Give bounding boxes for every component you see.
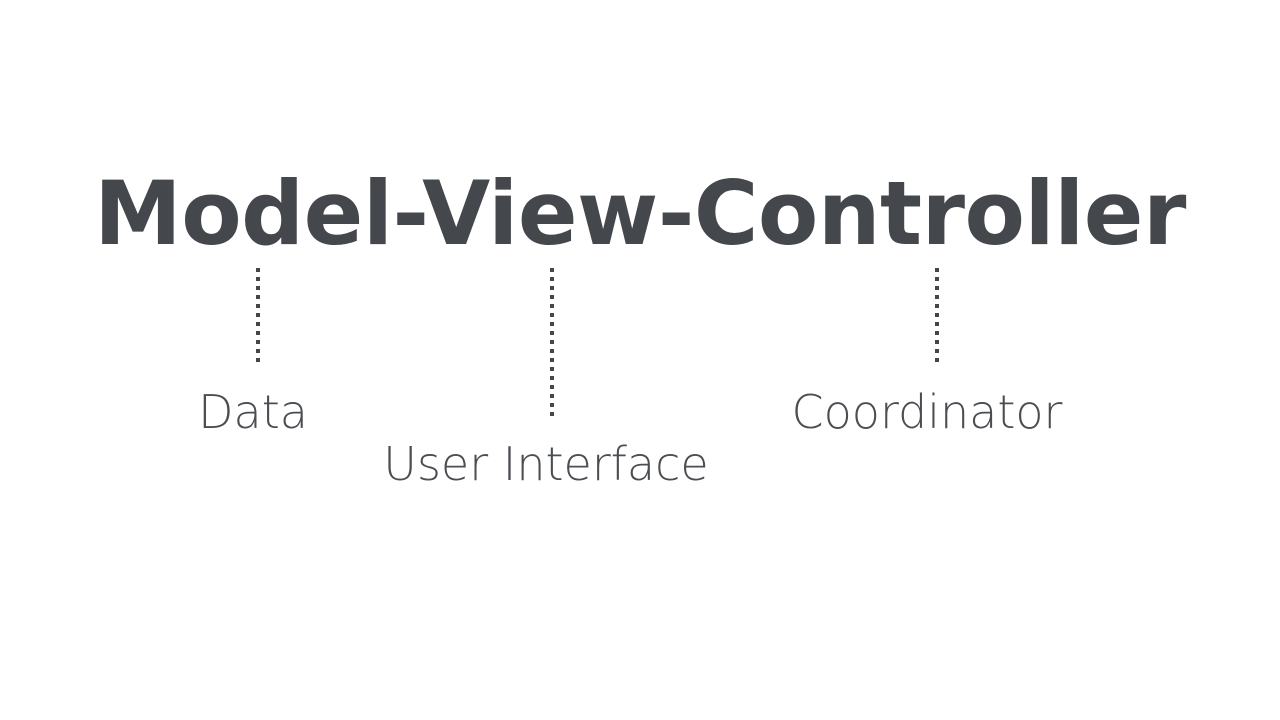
label-controller-coordinator: Coordinator xyxy=(791,385,1063,439)
connector-line-model xyxy=(256,268,260,366)
page-title: Model-View-Controller xyxy=(94,162,1186,265)
connector-line-view xyxy=(550,268,554,418)
label-model-data: Data xyxy=(198,385,308,439)
label-view-user-interface: User Interface xyxy=(383,437,709,491)
connector-line-controller xyxy=(935,268,939,366)
